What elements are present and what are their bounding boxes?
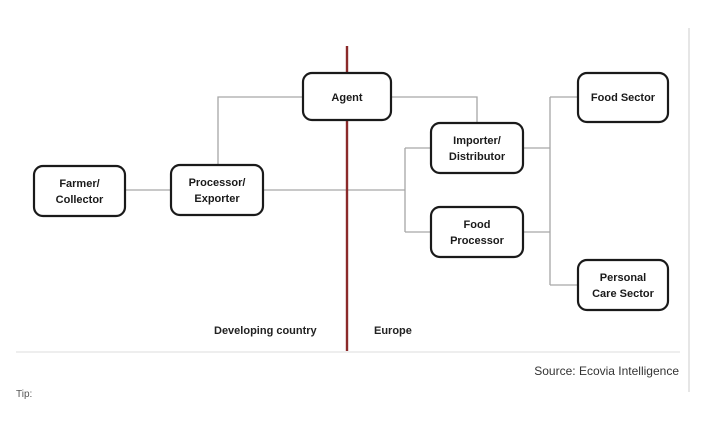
node-box (32, 164, 127, 218)
node-box (301, 71, 393, 122)
connector-processor-agent (217, 96, 303, 165)
node-box (576, 258, 670, 312)
node-box (169, 163, 265, 217)
source-attribution: Source: Ecovia Intelligence (534, 364, 679, 378)
node-label-line: Processor/ (189, 177, 246, 189)
node-label-line: Processor (450, 235, 505, 247)
node-processor-exporter: Processor/ Exporter (169, 163, 265, 217)
node-label-line: Food Sector (591, 92, 656, 104)
node-box (429, 121, 525, 175)
node-food-processor: Food Processor (429, 205, 525, 259)
node-label-line: Farmer/ (59, 178, 99, 190)
node-label-line: Food (464, 219, 491, 231)
node-label-line: Agent (331, 92, 363, 104)
node-agent: Agent (301, 71, 393, 122)
node-importer-distributor: Importer/ Distributor (429, 121, 525, 175)
node-box (429, 205, 525, 259)
node-box (576, 71, 670, 124)
connectors (125, 96, 578, 286)
node-label-line: Distributor (449, 151, 506, 163)
node-farmer-collector: Farmer/ Collector (32, 164, 127, 218)
region-label-developing-country: Developing country (214, 325, 318, 337)
node-label-line: Personal (600, 272, 646, 284)
footer-tip-fragment: Tip: (16, 389, 32, 400)
node-label-line: Exporter (194, 193, 240, 205)
node-label-line: Care Sector (592, 288, 654, 300)
node-personal-care-sector: Personal Care Sector (576, 258, 670, 312)
connector-agent-importer (391, 96, 478, 123)
node-label-line: Collector (56, 194, 104, 206)
node-food-sector: Food Sector (576, 71, 670, 124)
node-label-line: Importer/ (453, 135, 501, 147)
region-label-europe: Europe (374, 325, 412, 337)
